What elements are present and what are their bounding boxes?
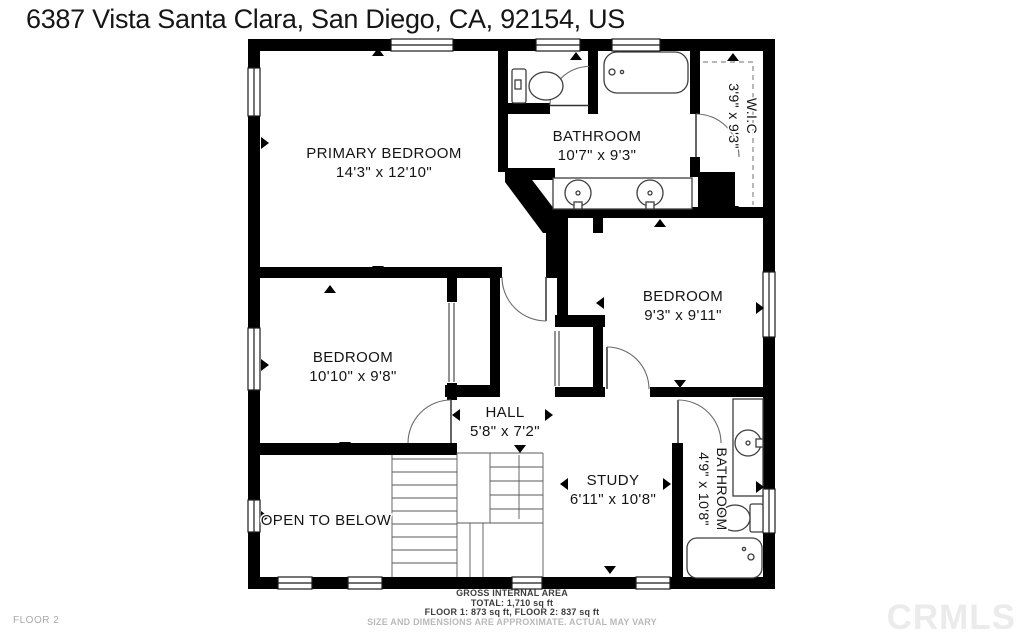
toilet-icon	[511, 68, 564, 104]
svg-text:9'3" x 9'11": 9'3" x 9'11"	[644, 307, 722, 324]
toilet-icon	[719, 503, 764, 533]
svg-text:10'7" x 9'3": 10'7" x 9'3"	[558, 147, 637, 164]
svg-text:STUDY: STUDY	[587, 472, 640, 489]
gross-internal-area-label: GROSS INTERNAL AREA	[456, 588, 568, 598]
bathtub-icon	[686, 537, 763, 579]
svg-text:10'10" x 9'8": 10'10" x 9'8"	[309, 368, 396, 385]
svg-text:BEDROOM: BEDROOM	[643, 288, 723, 305]
window-symbols	[247, 38, 776, 590]
room-label-primary-bedroom: PRIMARY BEDROOM 14'3" x 12'10"	[305, 144, 463, 183]
room-label-bedroom-right: BEDROOM 9'3" x 9'11"	[641, 287, 724, 326]
total-area-value: TOTAL: 1,710 sq ft	[470, 597, 554, 608]
room-label-bathroom-top: BATHROOM 10'7" x 9'3"	[551, 127, 642, 166]
floor-label: FLOOR 2	[13, 615, 60, 626]
double-vanity-icon	[552, 177, 693, 210]
disclaimer-text: SIZE AND DIMENSIONS ARE APPROXIMATE. ACT…	[367, 616, 657, 627]
wic-dashed-outline	[703, 61, 754, 205]
fixtures-layer	[511, 51, 764, 579]
room-label-wic: W.I.C 3'9" x 9'3"	[725, 82, 762, 151]
svg-text:BATHROOM: BATHROOM	[714, 447, 730, 530]
room-label-bathroom-bottom: BATHROOM 4'9" x 10'8"	[695, 446, 732, 532]
room-label-hall: HALL 5'8" x 7'2"	[469, 403, 542, 442]
room-labels: PRIMARY BEDROOM 14'3" x 12'10" BATHROOM …	[259, 82, 762, 532]
svg-text:14'3" x 12'10": 14'3" x 12'10"	[336, 164, 432, 181]
svg-text:OPEN TO BELOW: OPEN TO BELOW	[261, 512, 392, 529]
svg-text:BATHROOM: BATHROOM	[553, 128, 642, 145]
sink-icon	[732, 398, 764, 497]
svg-text:3'9" x 9'3": 3'9" x 9'3"	[726, 83, 742, 149]
svg-text:5'8" x 7'2": 5'8" x 7'2"	[470, 423, 540, 440]
footer: GROSS INTERNAL AREA TOTAL: 1,710 sq ft F…	[0, 588, 1024, 627]
room-label-bedroom-left: BEDROOM 10'10" x 9'8"	[308, 348, 398, 387]
svg-text:PRIMARY BEDROOM: PRIMARY BEDROOM	[306, 145, 461, 162]
address-title: 6387 Vista Santa Clara, San Diego, CA, 9…	[26, 4, 625, 34]
door-symbols	[407, 65, 740, 444]
bathtub-icon	[603, 51, 689, 94]
wall-tick-markers	[261, 48, 764, 574]
room-label-open-to-below: OPEN TO BELOW	[259, 511, 393, 531]
floor-areas-value: FLOOR 1: 873 sq ft, FLOOR 2: 837 sq ft	[424, 607, 600, 617]
svg-text:6'11" x 10'8": 6'11" x 10'8"	[570, 491, 656, 508]
svg-text:HALL: HALL	[485, 404, 524, 421]
svg-text:W.I.C: W.I.C	[744, 98, 760, 134]
room-label-study: STUDY 6'11" x 10'8"	[568, 471, 657, 510]
walls-layer	[248, 39, 775, 589]
crmls-watermark: CRMLS	[886, 598, 1016, 637]
svg-text:4'9" x 10'8": 4'9" x 10'8"	[696, 452, 712, 526]
svg-text:BEDROOM: BEDROOM	[313, 349, 393, 366]
closet-sliding-doors	[448, 303, 560, 386]
staircase	[391, 452, 544, 577]
